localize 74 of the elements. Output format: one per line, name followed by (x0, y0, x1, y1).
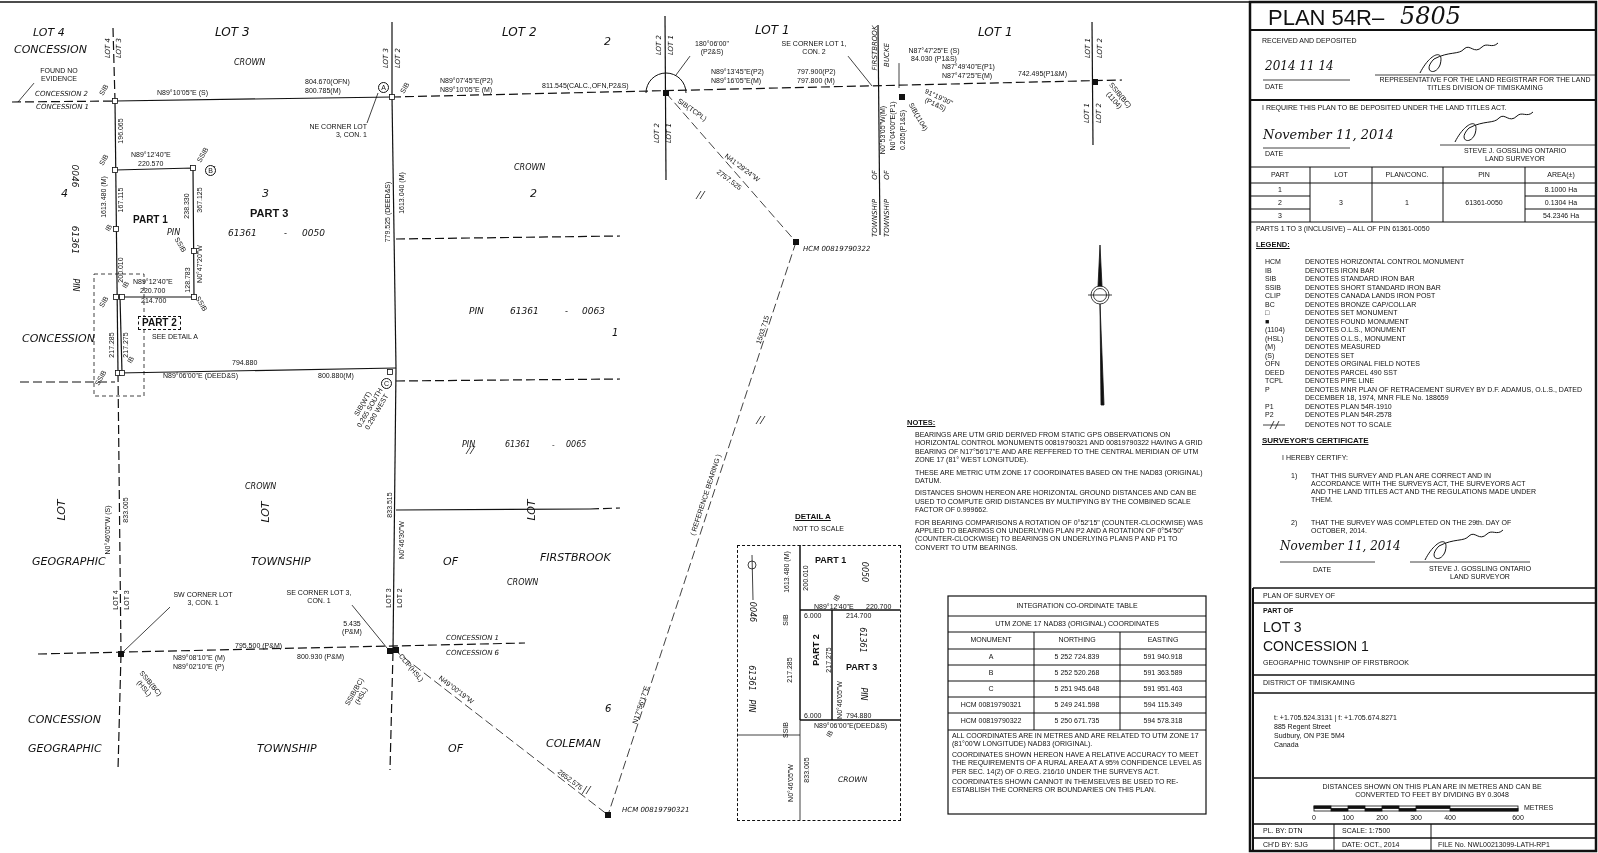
title-block-text: LOT 3 (1263, 619, 1302, 636)
part-label: PART 2 (810, 634, 822, 666)
area-label: OF (443, 556, 458, 569)
area-label: 61361 (69, 225, 81, 255)
certificate-heading: SURVEYOR'S CERTIFICATE (1262, 436, 1369, 446)
area-label: 61361 (228, 228, 257, 239)
area-label: TOWNSHIP (257, 743, 317, 756)
area-label: TOWNSHIP (251, 556, 311, 569)
leader-line (366, 92, 379, 124)
area-label: 0046 (747, 601, 757, 623)
area-label: 61361 (857, 627, 867, 653)
handwritten-text: 2014 11 14 (1265, 60, 1334, 74)
area-label: OF (448, 743, 463, 756)
area-label: PIN (469, 306, 484, 317)
leader-line (351, 604, 388, 649)
handwritten-text: November 11, 2014 (1263, 128, 1394, 143)
area-label: LOT 1 (755, 24, 790, 38)
found-monument-marker (118, 651, 124, 657)
area-label: CONCESSION (22, 333, 95, 346)
part-label: PART 3 (846, 662, 878, 673)
part-label: PART 1 (133, 214, 168, 226)
leader-line (123, 606, 171, 652)
area-label: CROWN (234, 58, 266, 68)
area-label: 0065 (566, 440, 587, 450)
area-label: 0050 (859, 561, 869, 583)
area-label: 1 (612, 327, 619, 339)
found-monument-marker (387, 648, 393, 654)
area-label: 61361 (505, 440, 531, 450)
handwritten-text: 5805 (1400, 3, 1462, 31)
area-label: 4 (61, 188, 68, 201)
survey-annotation: - (284, 228, 287, 239)
area-label: COLEMAN (546, 738, 601, 751)
area-label: GEOGRAPHIC (28, 743, 102, 756)
area-label: 0046 (69, 164, 81, 188)
part-label: PART 3 (250, 207, 289, 220)
area-label: PIN (858, 687, 868, 701)
title-block-text: PLAN 54R– (1268, 5, 1385, 31)
area-label: LOT (55, 499, 69, 521)
survey-annotation: - (565, 306, 568, 317)
detail-heading: DETAIL A (795, 512, 831, 522)
area-label: PIN (70, 278, 80, 292)
handwritten-text: November 11, 2014 (1280, 540, 1401, 554)
area-label: GEOGRAPHIC (32, 556, 106, 569)
area-label: FIRSTBROOK (540, 552, 611, 565)
title-block-text: CONCESSION 1 (1263, 638, 1369, 655)
survey-annotation: - (552, 440, 555, 450)
area-label: LOT 1 (978, 26, 1013, 40)
area-label: CONCESSION (28, 714, 101, 727)
leader-line (847, 55, 873, 87)
area-label: 61361 (510, 306, 539, 317)
area-label: 3 (262, 188, 269, 201)
area-label: PIN (462, 440, 476, 450)
part-label-box: PART 2 (138, 316, 181, 330)
area-label: 2 (530, 188, 537, 201)
part-label: PART 1 (815, 555, 847, 566)
area-label: LOT (525, 499, 539, 521)
leader-line (898, 62, 900, 89)
area-label: 6 (605, 703, 612, 715)
area-label: LOT 3 (215, 26, 250, 40)
area-label: 0050 (302, 228, 325, 239)
area-label: 0063 (582, 306, 605, 317)
area-label: LOT 4 (33, 27, 65, 40)
area-label: CROWN (245, 482, 277, 492)
area-label: PIN (746, 699, 756, 713)
area-label: LOT (259, 501, 273, 523)
area-label: LOT 2 (502, 26, 537, 40)
area-label: CONCESSION (14, 44, 87, 57)
area-label: CROWN (514, 163, 546, 173)
area-label: CROWN (507, 578, 539, 588)
area-label: PIN (167, 228, 181, 237)
leader-line (675, 55, 691, 76)
area-label: 61361 (746, 665, 756, 691)
area-label: 2 (604, 36, 611, 49)
leader-line (17, 82, 35, 103)
